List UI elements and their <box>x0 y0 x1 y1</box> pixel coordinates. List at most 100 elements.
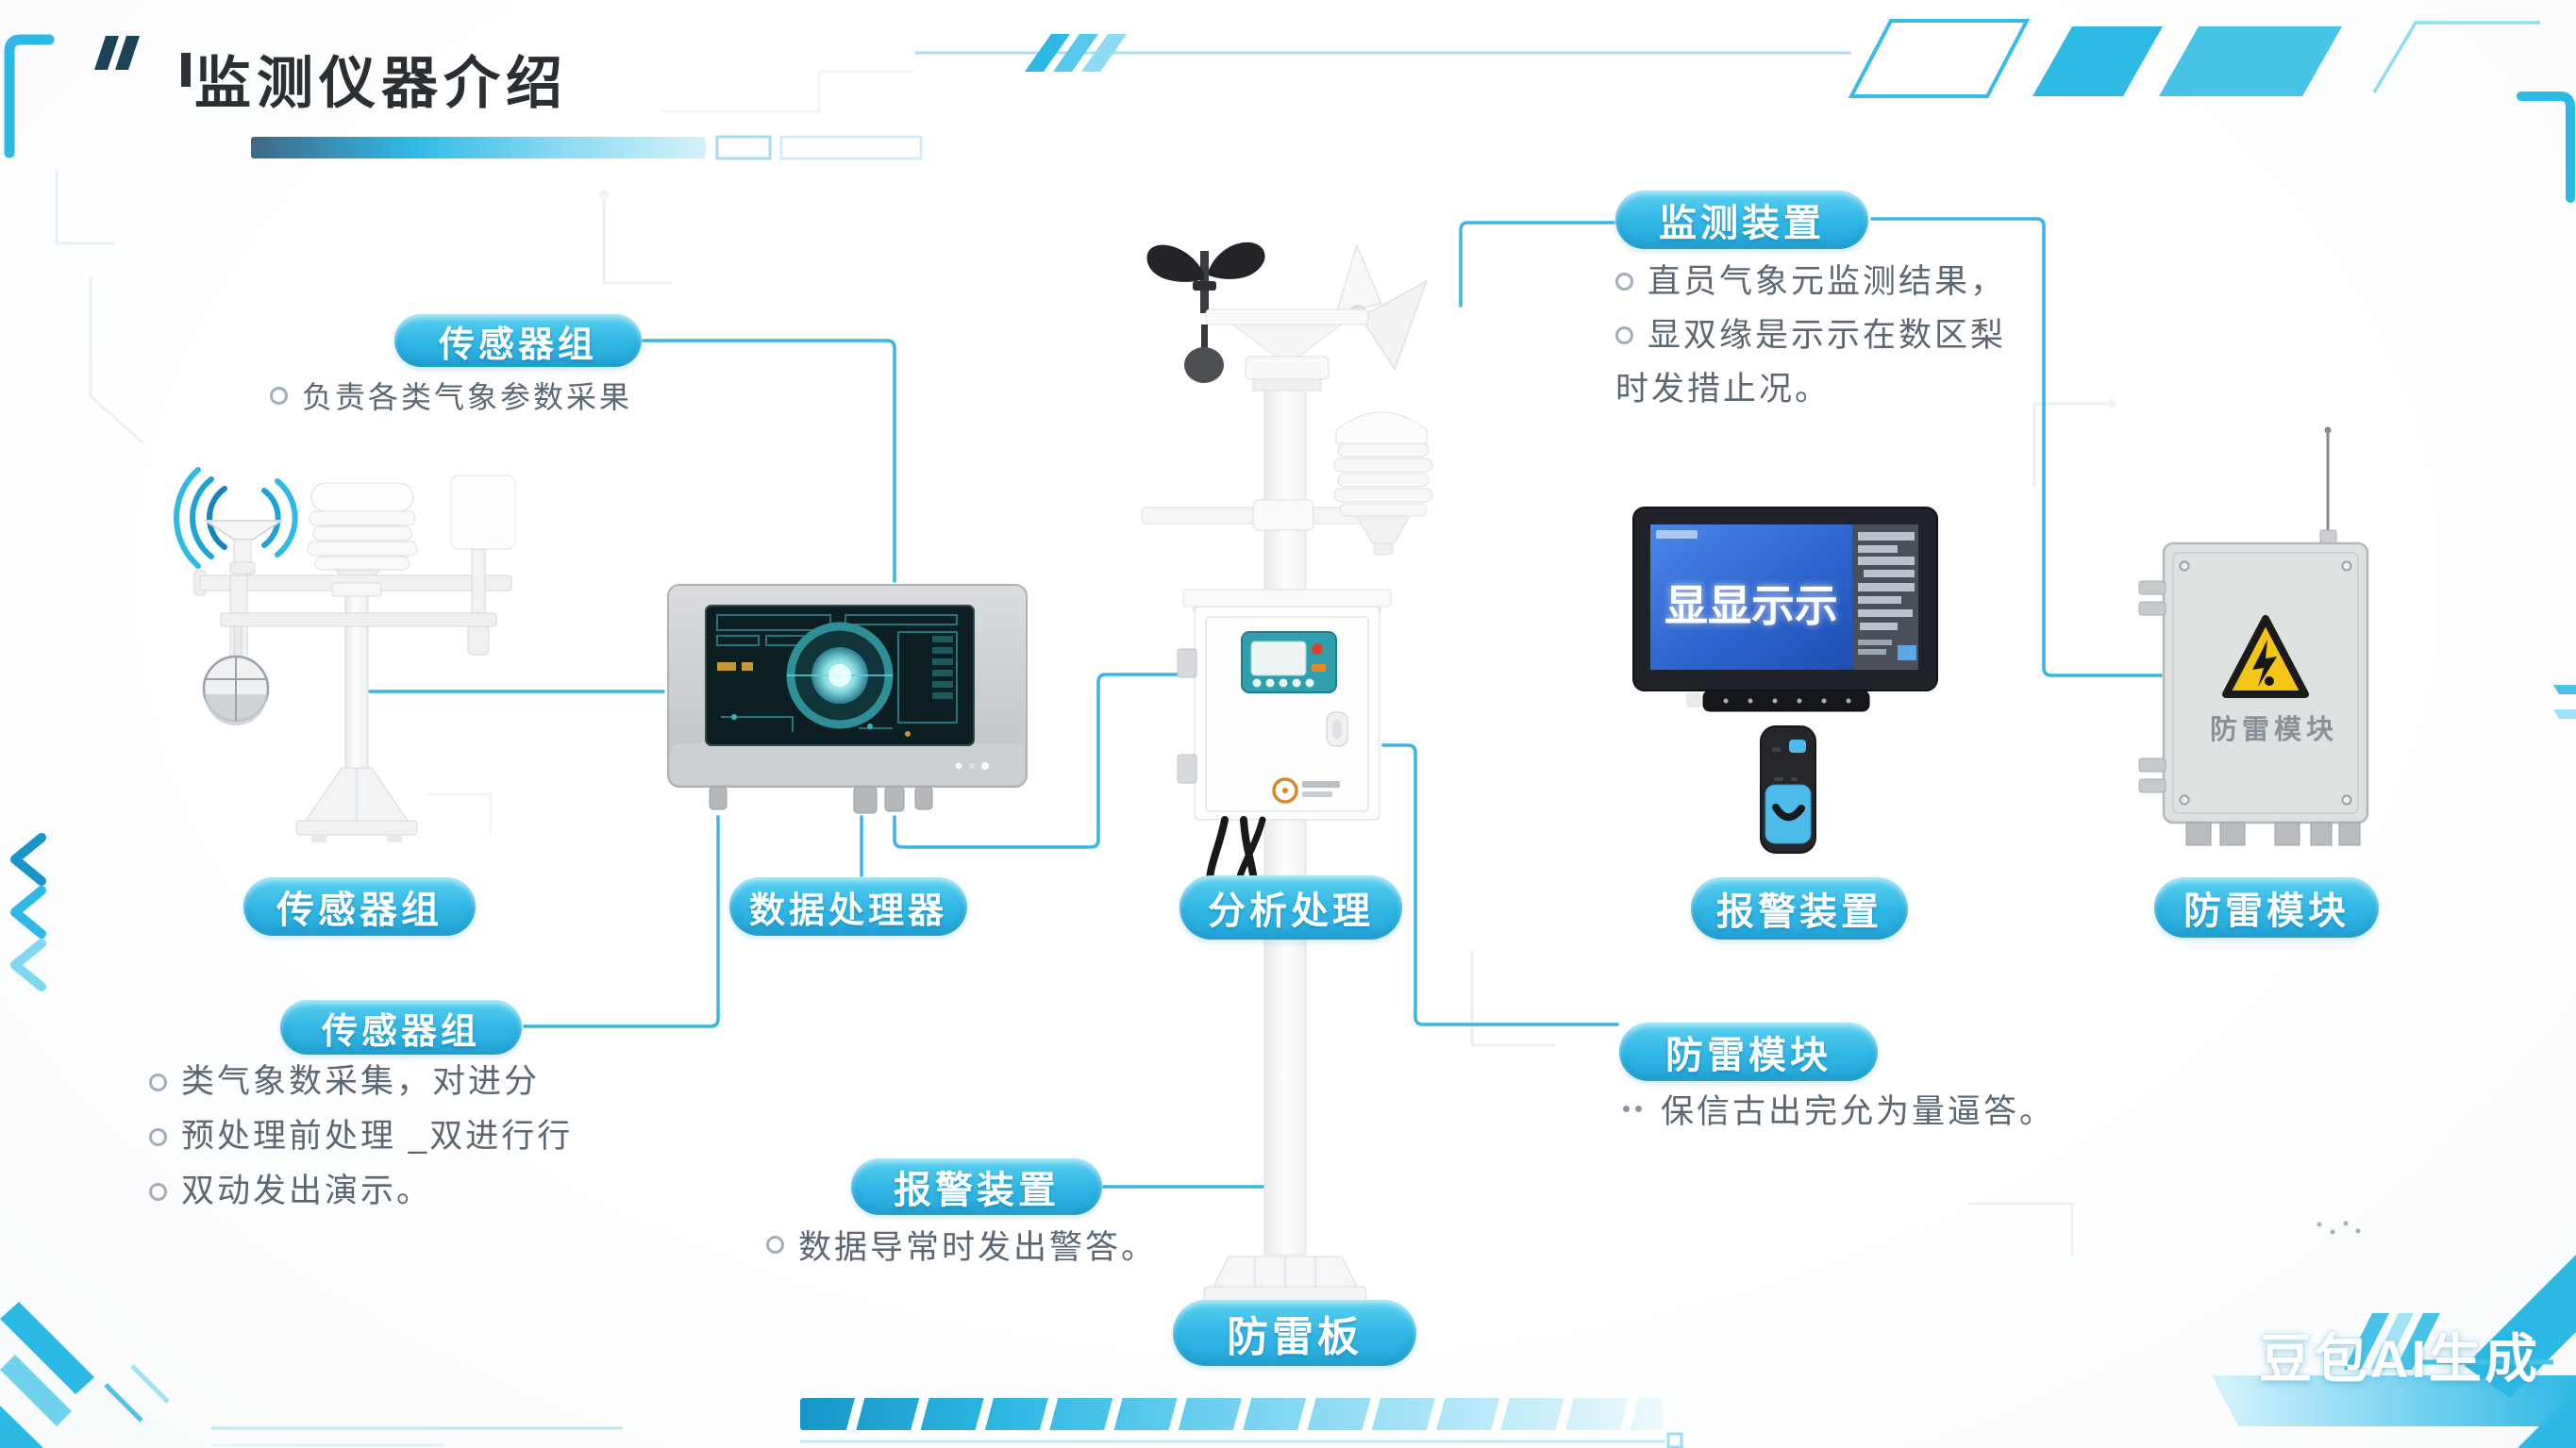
bottom-terminals <box>2185 822 2361 846</box>
screen-corner-strip <box>1656 530 1698 539</box>
desc-text: 时发措止况。 <box>1615 371 1832 408</box>
bottom-left-corner-decorations <box>0 1302 623 1448</box>
line-monitorpill-to-lightningbox <box>1870 217 2163 677</box>
label-lightning-plate: 防雷板 <box>1173 1300 1416 1366</box>
radiation-shield <box>307 482 418 588</box>
bottom-outline-square <box>1666 1432 1683 1448</box>
cross-arm-lower <box>220 612 497 627</box>
bullet-ring-icon <box>270 386 288 405</box>
red-indicator-light <box>1312 643 1323 655</box>
top-slash-decorations <box>1025 34 1127 72</box>
hinge-upper <box>1177 648 1197 678</box>
desc-text: 类气象数采集，对进分 <box>181 1063 541 1100</box>
monitoring-device-desc: 直员气象元监测结果， 显双缘是示示在数区梨 时发措止况。 <box>1615 255 2006 416</box>
screen-sidebar-panel <box>1852 524 1918 670</box>
brand-text-line <box>1302 781 1340 788</box>
lcd-screen <box>1250 641 1307 676</box>
desc-text: 预处理前处理 _双进行行 <box>181 1118 574 1155</box>
lightning-box-label: 防雷模块 <box>2210 715 2339 745</box>
monitor-foot <box>1686 692 1701 707</box>
line-processor-to-analysisbox <box>893 673 1193 849</box>
sensor-group-detail-desc: 类气象数采集，对进分 预处理前处理 _双进行行 双动发出演示。 <box>149 1055 573 1219</box>
panel-buttons <box>1252 678 1314 688</box>
pole-base <box>1203 1256 1367 1303</box>
top-right-solid-bar <box>2032 26 2163 96</box>
antenna-funnel <box>202 520 285 576</box>
corner-screws <box>2179 560 2352 806</box>
wind-vane <box>1335 243 1428 372</box>
watermark-slash-decorations <box>2344 1313 2553 1370</box>
display-monitor-image <box>1632 507 1938 712</box>
anemometer-wind-cups <box>1146 241 1265 383</box>
desc-text: 数据导常时发出警答。 <box>798 1229 1158 1266</box>
ai-watermark: 豆包AI生成 <box>2259 1329 2540 1389</box>
pill-sensor-group-top: 传感器组 <box>394 314 642 367</box>
label-sensor-group: 传感器组 <box>243 877 476 936</box>
handheld-dot-2 <box>1791 777 1798 781</box>
side-connector-tabs <box>2138 580 2166 793</box>
bullet-ring-icon <box>149 1182 167 1201</box>
right-edge-ticks <box>2553 685 2576 719</box>
circuit-screen-graphics <box>716 614 958 737</box>
bottom-segmented-bar <box>800 1398 1663 1430</box>
power-led-dots <box>955 762 989 770</box>
faint-circuit-traces <box>55 70 2116 1257</box>
bullet-ring-icon <box>1615 273 1633 291</box>
brand-logo-dot <box>1282 788 1288 793</box>
desc-text: 显双缘是示示在数区梨 <box>1648 317 2007 354</box>
wifi-signal-icon <box>174 467 298 569</box>
top-outline-segment-2 <box>779 135 923 160</box>
data-processor-monitor-image <box>667 584 1028 814</box>
bullet-ring-icon <box>1615 326 1633 344</box>
line-sensorpill-to-processor <box>642 339 896 583</box>
orange-indicator-light <box>1312 664 1326 672</box>
connector-lines <box>368 217 2163 1189</box>
weather-station-pole-image <box>1141 241 1433 1303</box>
rain-gauge-cylinder <box>450 474 516 656</box>
shield-arm <box>1141 499 1384 531</box>
line-monitorpill-to-station <box>1459 221 1615 308</box>
station-base <box>295 767 418 842</box>
pill-sensor-group-detail: 传感器组 <box>280 1000 522 1055</box>
lightning-module-desc: 保信古出完允为量逼答。 <box>1623 1085 2055 1133</box>
monitor-chin <box>670 743 1025 785</box>
sensor-group-top-desc: 负责各类气象参数采果 <box>270 374 632 417</box>
weather-sensor-station-image <box>174 467 516 842</box>
label-data-processor: 数据处理器 <box>729 877 967 936</box>
brand-text-line-2 <box>1302 791 1332 797</box>
label-lightning-module: 防雷模块 <box>2154 877 2379 938</box>
title-marker-bar <box>181 53 191 87</box>
hinge-lower <box>1177 754 1197 784</box>
handheld-mark <box>1772 747 1781 752</box>
handheld-arc-glyph <box>1772 804 1805 822</box>
pole-top-mount <box>1205 308 1369 391</box>
line-analysisbox-to-lightningpill <box>1381 743 1619 1026</box>
display-screen-text: 显显示示 <box>1664 581 1838 630</box>
display-screen <box>1650 524 1852 670</box>
pill-lightning-module-callout: 防雷模块 <box>1619 1023 1878 1081</box>
top-right-corner-outline <box>2372 21 2540 93</box>
desc-text: 保信古出完允为量逼答。 <box>1661 1093 2056 1130</box>
page-title: 监测仪器介绍 <box>194 52 568 115</box>
analysis-control-box <box>1177 589 1392 821</box>
bullet-ring-icon <box>149 1073 167 1091</box>
radiation-shield-right <box>1333 411 1433 556</box>
handheld-dot <box>1774 777 1783 781</box>
door-handle-notch <box>1332 720 1342 739</box>
top-gradient-bar <box>251 137 706 158</box>
label-alarm-device: 报警装置 <box>1691 877 1908 940</box>
connector-ports <box>709 786 933 814</box>
label-analysis-processing: 分析处理 <box>1179 875 1402 940</box>
desc-text: 双动发出演示。 <box>181 1173 433 1209</box>
box-inner-edge <box>2172 552 2359 814</box>
line-processor-to-sensorpill2 <box>523 815 720 1028</box>
top-left-bracket-decoration <box>4 34 55 158</box>
left-chevron-decorations <box>10 833 46 991</box>
pill-monitoring-device: 监测装置 <box>1615 191 1868 249</box>
bullet-ring-icon <box>766 1236 784 1254</box>
handheld-chip <box>1789 740 1806 753</box>
desc-text: 负责各类气象参数采果 <box>302 380 633 414</box>
top-right-solid-bar-2 <box>2159 26 2342 96</box>
top-outline-segment <box>715 135 772 160</box>
